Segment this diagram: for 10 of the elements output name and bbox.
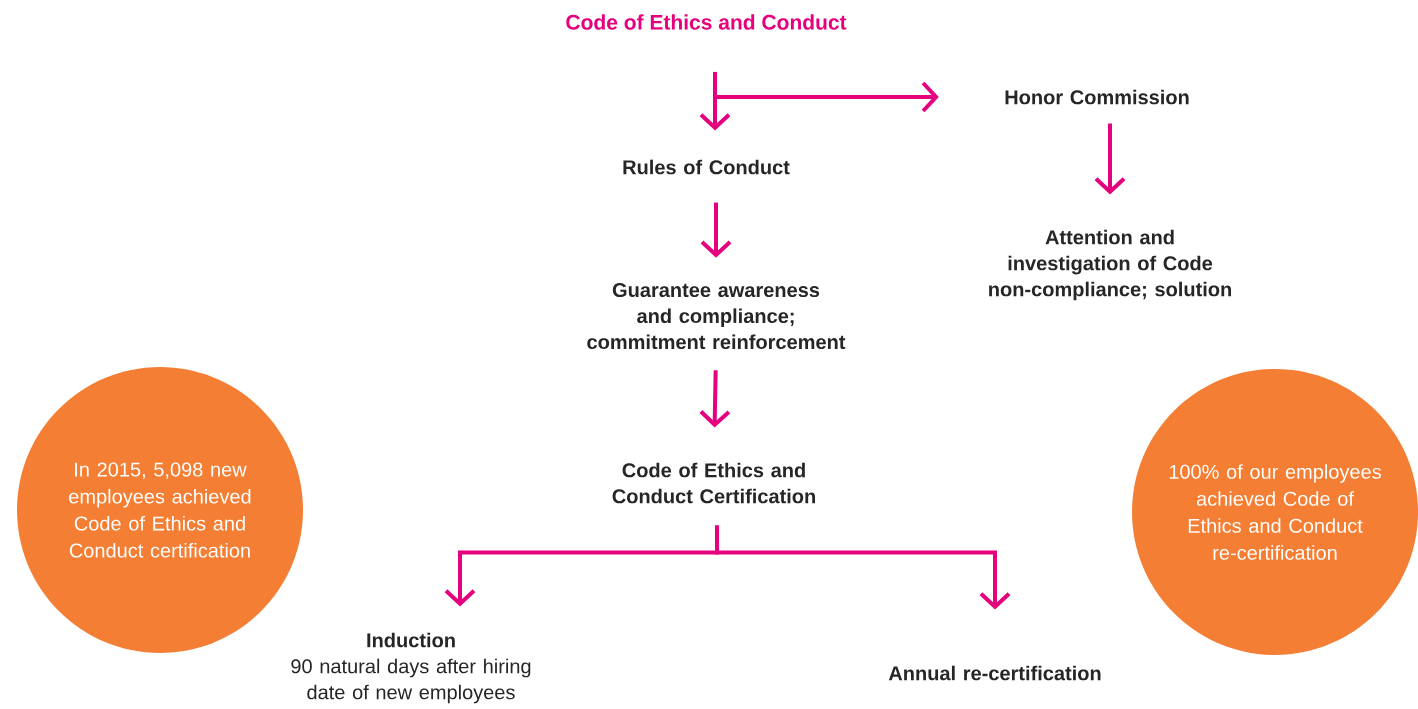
heading-text: Code of Ethics and Conduct (566, 14, 847, 30)
step-label: Guarantee awareness and compliance; commitment reinforcement (587, 282, 846, 350)
step-label: Code of Ethics and Conduct Certification (612, 462, 815, 504)
step-label: Honor Commission (1005, 89, 1189, 105)
arrow (713, 81, 939, 113)
step-label: Attention and investigation of Code non-compliance; solution (989, 229, 1231, 301)
step-label: Annual re-certification (888, 665, 1101, 681)
step-label: Rules of Conduct (623, 159, 790, 175)
arrow (1094, 123, 1126, 195)
arrow (715, 525, 1011, 610)
